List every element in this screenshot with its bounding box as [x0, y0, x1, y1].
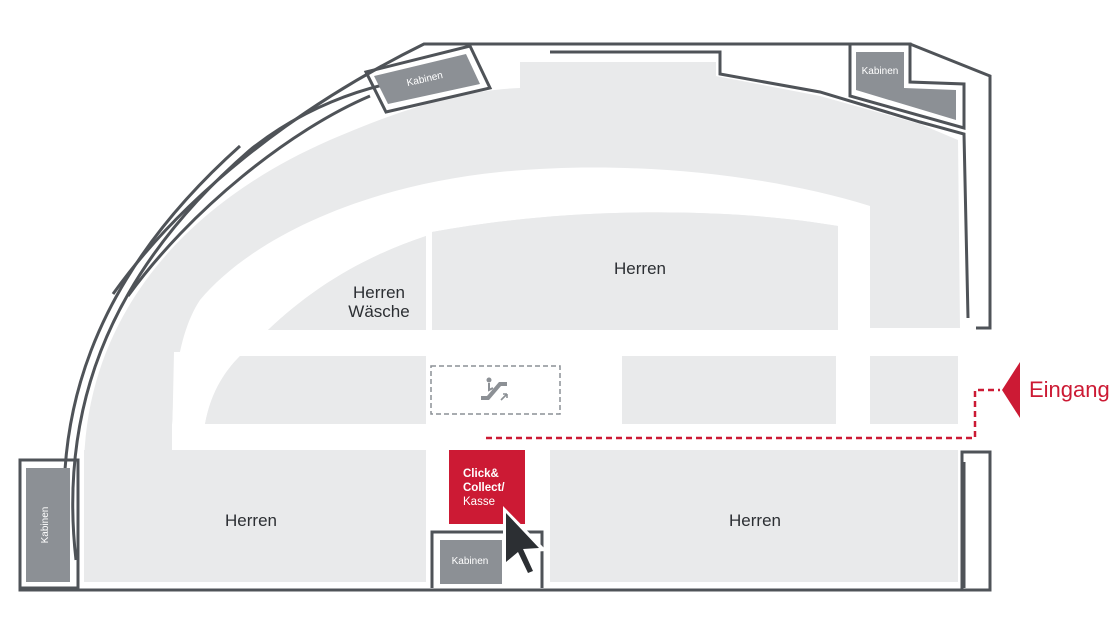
label-herren-bottom-right: Herren: [729, 511, 781, 530]
entrance[interactable]: Eingang: [1002, 362, 1110, 418]
inner-wall-top: [126, 94, 371, 297]
area-middle-right-redraw: [622, 356, 836, 424]
top-inner-wall: [550, 50, 722, 68]
curved-wall-left: [71, 76, 421, 561]
area-herren-waesche-redraw: [268, 236, 426, 330]
cabin-top-left[interactable]: Kabinen: [363, 44, 493, 114]
click-collect[interactable]: Click& Collect/ Kasse: [449, 450, 525, 524]
label-herren-top: Herren: [614, 259, 666, 278]
entrance-label: Eingang: [1029, 377, 1110, 402]
area-herren-top-redraw: [432, 212, 838, 330]
cabin-left[interactable]: Kabinen: [18, 458, 80, 590]
click-collect-line1: Click&: [463, 468, 499, 480]
aisle-vertical-2: [838, 206, 870, 330]
outer-wall-right: [909, 42, 992, 330]
cabin-bottom-center[interactable]: Kabinen: [430, 530, 544, 588]
cabin-label: Kabinen: [862, 66, 899, 77]
aisle-vertical: [426, 232, 432, 330]
cursor-pointer-icon: [503, 506, 547, 578]
area-middle-left-redraw: [205, 356, 426, 424]
arrow-left-icon: [1002, 362, 1020, 418]
cabin-top-right[interactable]: Kabinen: [848, 42, 966, 130]
entrance-path: [486, 388, 1000, 440]
cabin-label: Kabinen: [40, 507, 51, 544]
area-labels: Herren Herren Wäsche Herren Herren: [225, 259, 781, 530]
cabin-label: Kabinen: [452, 556, 489, 567]
escalator-icon: [481, 377, 508, 401]
click-collect-line3: Kasse: [463, 496, 495, 508]
label-herren-bottom-left: Herren: [225, 511, 277, 530]
area-herren-bottom-left-redraw: [84, 450, 426, 582]
aisle-vertical-3: [836, 352, 870, 424]
escalator[interactable]: [430, 365, 561, 415]
click-collect-line2: Collect/: [463, 482, 505, 494]
aisle: [172, 330, 962, 446]
right-inner-wall: [718, 68, 970, 319]
label-herren-waesche-2: Wäsche: [348, 302, 409, 321]
area-herren-bottom-right-redraw: [550, 450, 958, 582]
label-herren-waesche-1: Herren: [353, 283, 405, 302]
area-middle-far-right-redraw: [870, 356, 958, 424]
